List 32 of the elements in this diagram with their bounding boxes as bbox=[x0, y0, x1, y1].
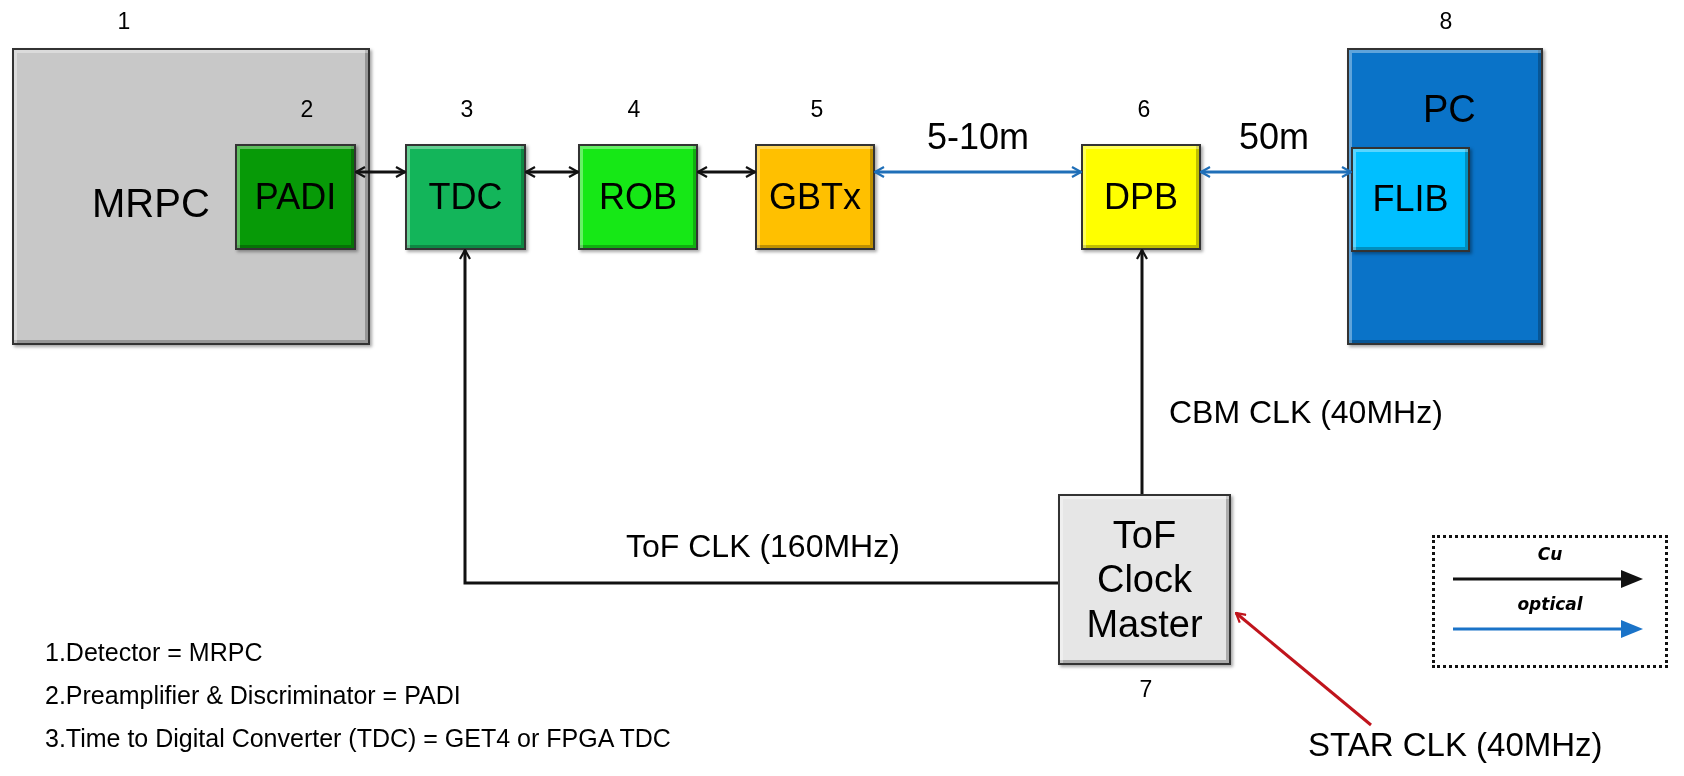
note-text: 2.Preamplifier & Discriminator = PADI bbox=[45, 681, 461, 710]
box-label: PADI bbox=[253, 174, 338, 219]
box-label: FLIB bbox=[1371, 177, 1450, 222]
callout-number: 3 bbox=[459, 96, 475, 123]
legend-label: Cu bbox=[1536, 544, 1564, 564]
legend-label: optical bbox=[1516, 594, 1584, 614]
box-label: ROB bbox=[598, 174, 678, 219]
callout-number: 5 bbox=[809, 96, 825, 123]
box-label: TDC bbox=[427, 174, 504, 219]
box-label: DPB bbox=[1103, 174, 1179, 219]
note-text: 1.Detector = MRPC bbox=[45, 638, 263, 667]
note-text: 3.Time to Digital Converter (TDC) = GET4 or FPGA TDC bbox=[45, 724, 671, 753]
callout-number: 2 bbox=[299, 96, 315, 123]
arrow bbox=[354, 165, 407, 179]
box-label: GBTx bbox=[768, 174, 862, 219]
arrow bbox=[696, 165, 757, 179]
arrow bbox=[1199, 165, 1353, 179]
arrow bbox=[458, 248, 1058, 585]
arrow bbox=[524, 165, 580, 179]
callout-number: 7 bbox=[1138, 676, 1154, 703]
card-box bbox=[1351, 147, 1470, 252]
box-label: MRPC bbox=[92, 180, 210, 226]
callout-number: 4 bbox=[626, 96, 642, 123]
callout-number: 6 bbox=[1136, 96, 1152, 123]
callout-number: 1 bbox=[116, 8, 132, 35]
arrow bbox=[1135, 248, 1149, 494]
arrow bbox=[873, 165, 1083, 179]
callout-number: 8 bbox=[1438, 8, 1454, 35]
arrow bbox=[1234, 611, 1372, 727]
box-label: ToF Clock Master bbox=[1085, 512, 1204, 647]
box-label: PC bbox=[1423, 88, 1476, 132]
clock-source-text: STAR CLK (40MHz) bbox=[1308, 726, 1603, 764]
